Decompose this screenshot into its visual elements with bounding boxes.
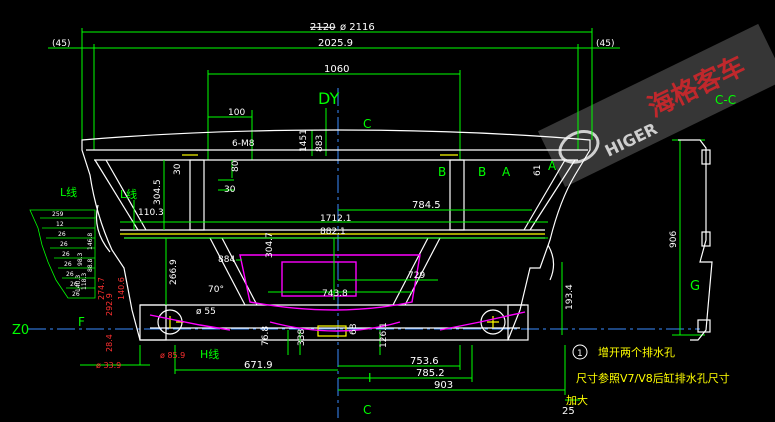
dim-61: 61 [533,165,543,176]
view-label: DY [318,89,339,108]
dim-68: 68 [349,323,359,335]
dim-304-7: 304.7 [265,232,275,258]
magenta-region [149,254,526,332]
dim-inner: 1060 [324,64,349,75]
dim-671-9: 671.9 [244,360,273,371]
label-b-left: B [438,165,446,179]
dim-903: 903 [434,380,453,391]
note-drain-holes: 增开两个排水孔 [598,345,675,359]
body-outline [81,129,591,341]
left-table [29,209,96,299]
dim-33-9: ø 33.9 [96,361,121,370]
dim-126-1: 126.1 [379,322,389,348]
section-profile [678,139,713,341]
label-z0: Z0 [12,323,29,338]
dim-76-8: 76.8 [261,326,271,346]
table-value-small: 88.8 [87,258,94,272]
dim-729: 729 [408,271,425,281]
dim-width-a: 2025.9 [318,38,353,49]
table-value: 259 [52,211,64,218]
label-l-line-b: L线 [120,187,137,201]
dim-884: 884 [218,255,235,265]
dim-30b: 30 [224,185,236,195]
label-a-left: A [502,165,511,179]
label-a-right: A [548,159,557,173]
dim-25: 25 [562,406,575,417]
dim-784-5: 784.5 [412,200,441,211]
note-enlarge: 加大 [566,393,588,407]
label-l-line-a: L线 [60,185,77,199]
label-f: F [78,315,85,329]
dim-304-5: 304.5 [153,179,163,205]
table-value-small: 98.3 [77,252,84,266]
dim-30a: 30 [173,163,183,175]
table-value-small: 118.3 [81,273,88,290]
dim-thread: 6-M8 [232,139,255,149]
label-h-line: H线 [200,347,219,361]
dim-882-1: 882.1 [320,227,346,237]
note-number-icon [572,344,588,360]
dim-1712: 1712.1 [320,214,352,224]
table-value: 26 [58,231,66,238]
dim-h-left: 1451 [299,129,309,152]
table-value: 12 [56,221,64,228]
dim-70-deg: 70° [208,285,224,295]
dim-85-9: ø 85.9 [160,351,185,360]
dim-80: 80 [231,160,241,172]
label-c-top: C [363,117,371,131]
table-value: 26 [70,281,78,288]
note-number: 1 [577,349,583,359]
table-value: 26 [64,261,72,268]
dim-h-center: 883 [315,135,325,152]
dim-193-4: 193.4 [565,284,575,310]
dim-right-offset: (45) [596,39,614,49]
dim-28-4: 28.4 [105,334,114,352]
dim-906: 906 [669,231,679,248]
bottom-dimensions [80,330,580,401]
dim-overall-b: ø 2116 [340,22,375,33]
dim-743-8: 743.8 [322,289,348,299]
note-block: 1 增开两个排水孔 尺寸参照V7/V8后缸排水孔尺寸 加大 [566,344,730,407]
dim-338: 338 [297,329,307,346]
accent-lines [120,154,545,337]
table-value-small: 140.3 [75,275,82,292]
table-value-small: 146.8 [87,233,94,250]
dim-overall-a: 2120 [310,22,335,33]
left-red-dims: 274.7 292.9 140.6 28.4 [97,277,126,352]
dim-785-2: 785.2 [416,368,445,379]
higer-logo-icon [558,130,600,164]
label-b-right: B [478,165,486,179]
table-value: 26 [62,251,70,258]
left-table-values: 259 12 26 26 26 26 26 26 26 146.8 88.8 9… [52,211,94,298]
label-section: C-C [715,93,736,107]
table-value: 26 [60,241,68,248]
dim-140-6: 140.6 [117,277,126,300]
note-reference: 尺寸参照V7/V8后缸排水孔尺寸 [576,371,730,385]
dim-292-9: 292.9 [105,293,114,316]
middle-dimensions [120,139,705,336]
dim-spacing: 100 [228,108,245,118]
dim-266-9: 266.9 [169,259,179,285]
label-g: G [690,279,700,294]
top-dimensions [48,28,620,160]
dim-left-offset: (45) [52,39,70,49]
table-value: 26 [72,291,80,298]
dim-55: ø 55 [196,307,216,317]
dim-110-3: 110.3 [138,208,164,218]
dim-753-6: 753.6 [410,356,439,367]
label-c-bottom: C [363,403,371,417]
table-value: 26 [66,271,74,278]
dim-274-7: 274.7 [97,277,106,300]
